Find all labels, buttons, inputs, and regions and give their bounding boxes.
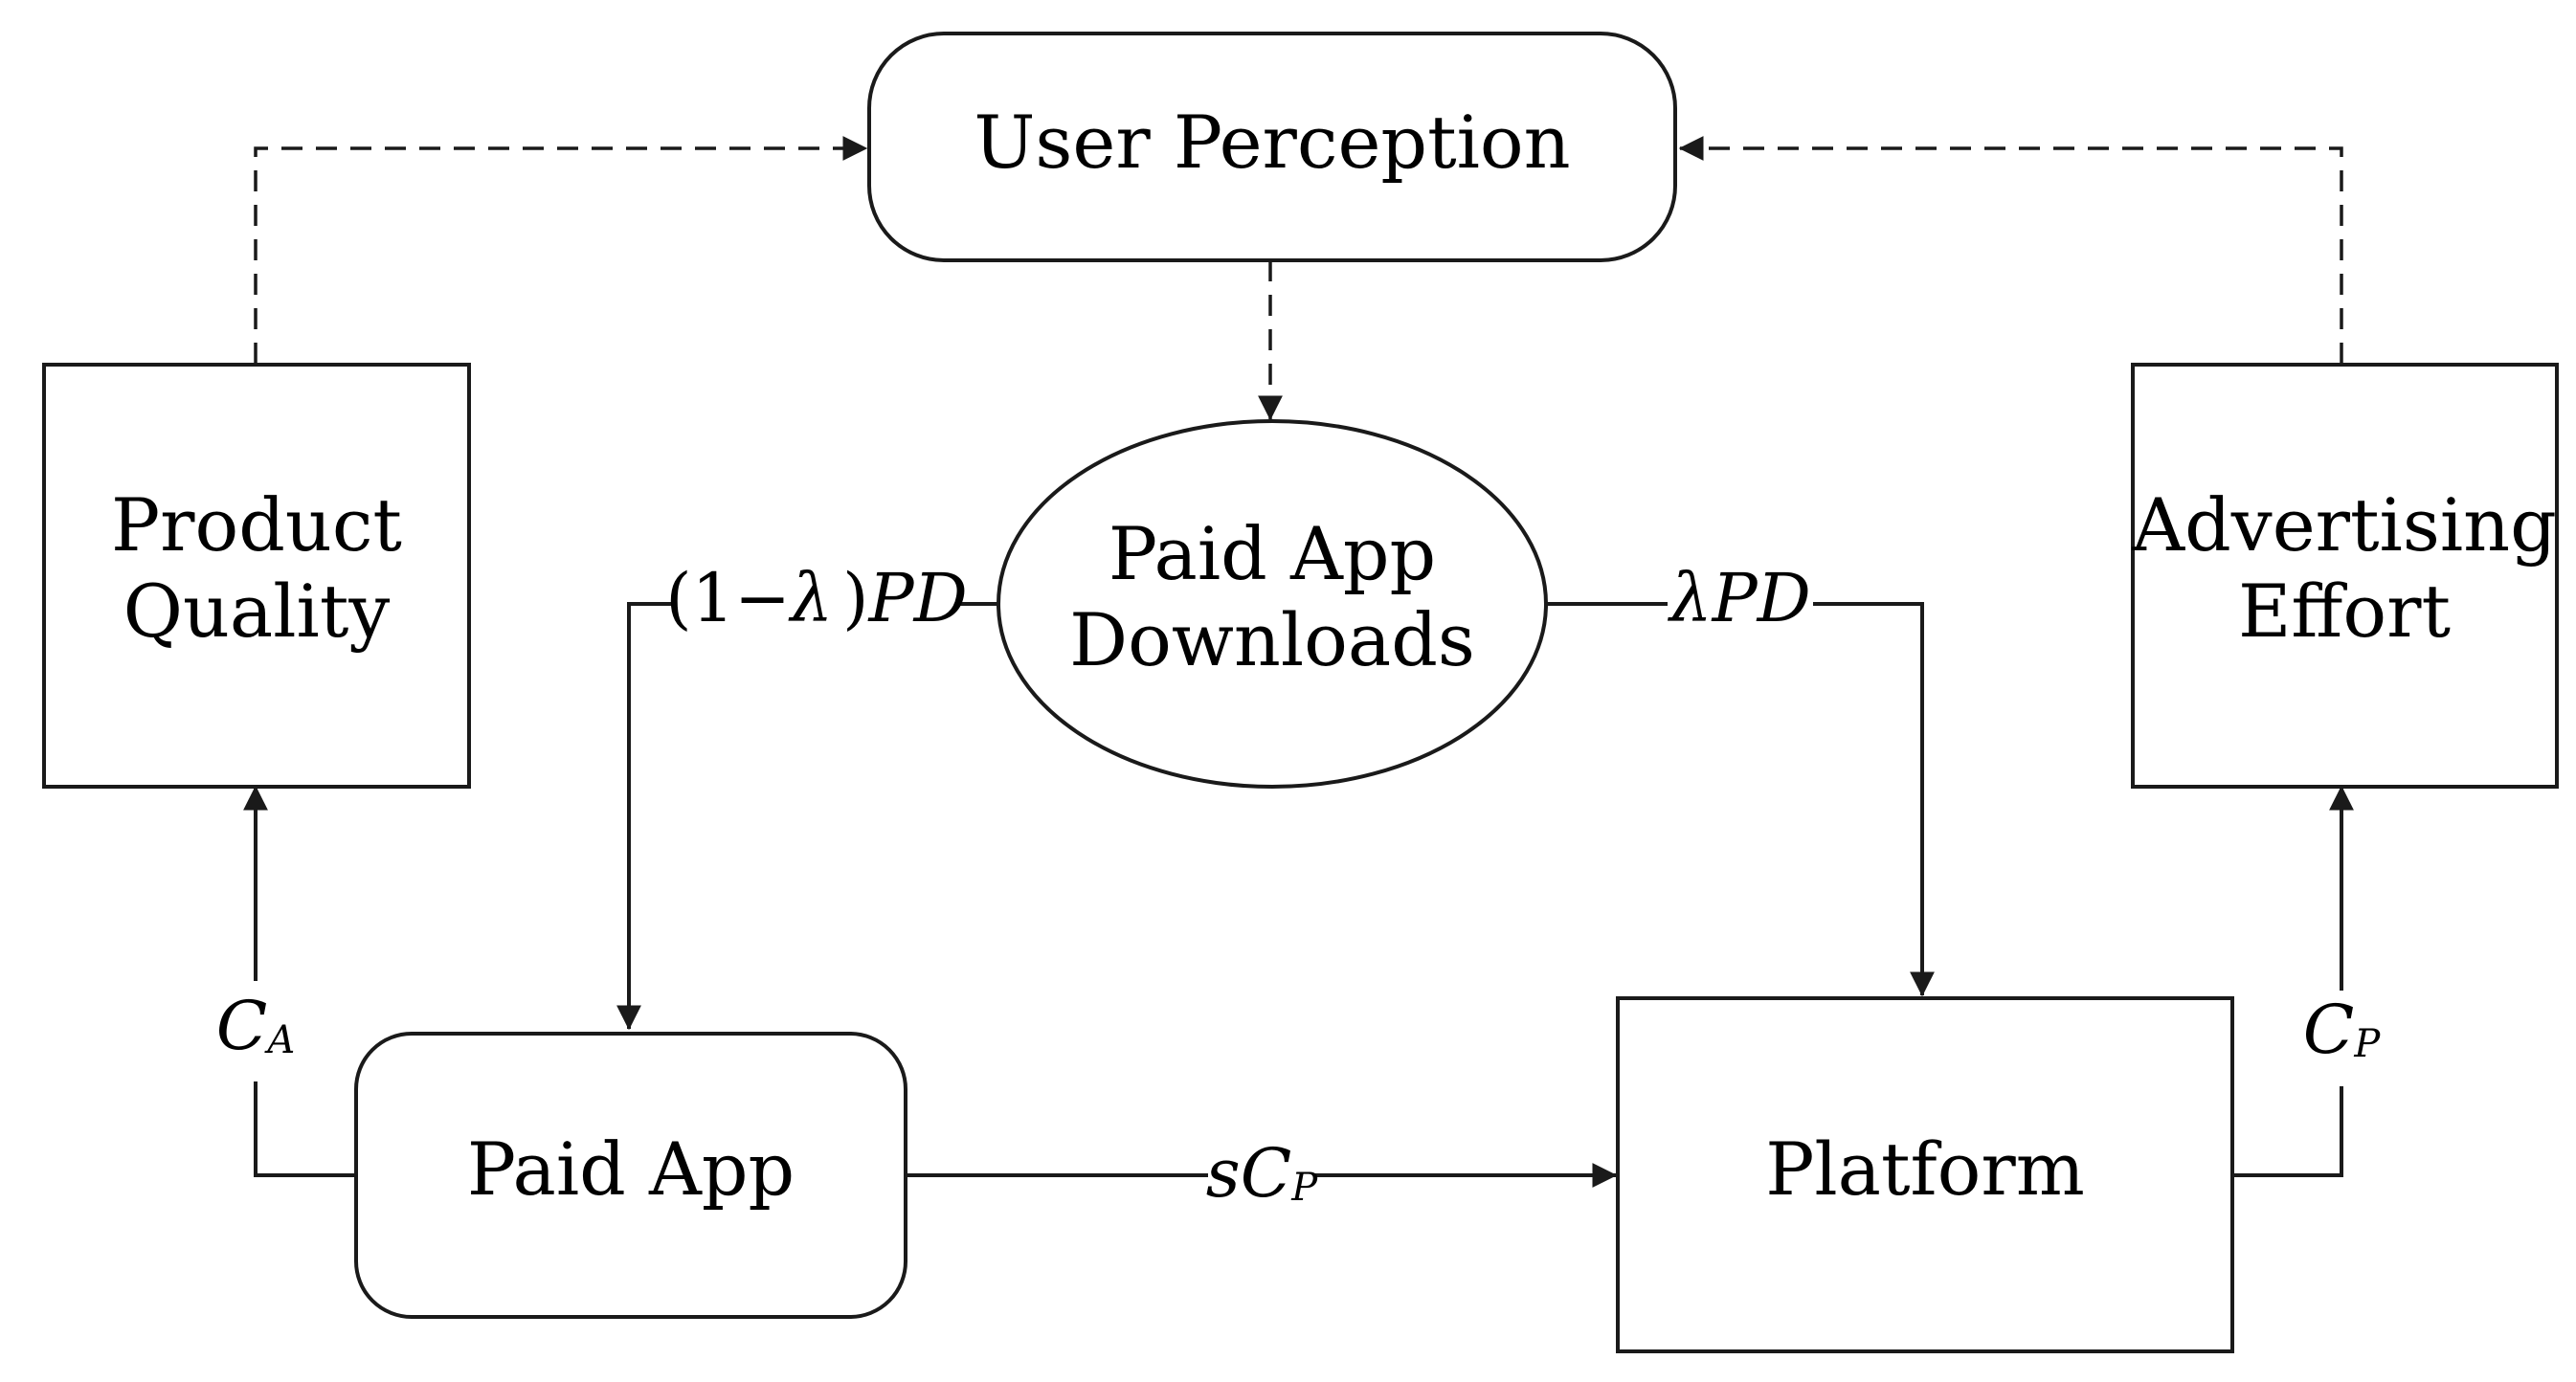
advertising-effort-node: Advertising Effort	[2131, 363, 2559, 789]
commission-label: sCP	[1206, 1134, 1319, 1213]
platform-cost-label: CP	[2303, 991, 2382, 1069]
quality-to-perception-arrow	[254, 136, 868, 364]
developer-share-label: (1−λ)PD	[665, 559, 967, 637]
advertising-effort-label-line1: Advertising	[2131, 482, 2557, 568]
paid-app-downloads-node: Paid App Downloads	[997, 419, 1548, 789]
product-quality-label-line2: Quality	[123, 568, 391, 654]
downloads-to-platform-arrow-tail	[1813, 602, 1935, 997]
paid-app-downloads-label-line2: Downloads	[1069, 597, 1475, 682]
paid-app-node: Paid App	[354, 1032, 907, 1319]
paid-app-label: Paid App	[467, 1126, 795, 1212]
advertising-to-perception-arrow	[1678, 136, 2343, 364]
platform-label: Platform	[1765, 1126, 2085, 1212]
platform-to-advertising-line	[2233, 1086, 2343, 1177]
product-quality-label-line1: Product	[111, 482, 402, 568]
paid-app-downloads-label-line1: Paid App	[1109, 511, 1436, 596]
paid-app-to-quality-line	[254, 1081, 354, 1177]
platform-node: Platform	[1616, 996, 2234, 1353]
platform-share-label: λPD	[1667, 559, 1811, 637]
developer-cost-label: CA	[216, 987, 295, 1065]
downloads-to-paid-app-arrow-tail	[616, 602, 676, 1031]
advertising-effort-label-line2: Effort	[2238, 568, 2451, 654]
user-perception-node: User Perception	[867, 32, 1677, 262]
product-quality-node: Product Quality	[42, 363, 471, 789]
user-perception-label: User Perception	[974, 100, 1570, 185]
